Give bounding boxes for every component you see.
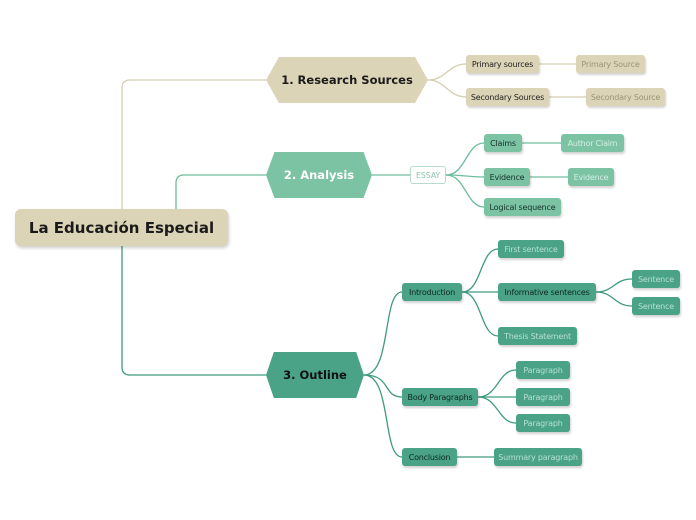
connector xyxy=(595,278,633,293)
node-conclusion[interactable]: Conclusion xyxy=(402,448,457,466)
node-primary-source[interactable]: Primary Source xyxy=(576,55,645,73)
node-paragraph-2[interactable]: Paragraph xyxy=(516,388,570,406)
connector xyxy=(461,291,499,337)
node-paragraph-1[interactable]: Paragraph xyxy=(516,361,570,379)
node-author-claim[interactable]: Author Claim xyxy=(561,134,624,152)
connector xyxy=(445,174,485,208)
node-introduction[interactable]: Introduction xyxy=(402,283,462,301)
node-logical-sequence[interactable]: Logical sequence xyxy=(484,198,561,216)
node-informative-sentences[interactable]: Informative sentences xyxy=(498,283,596,301)
connector xyxy=(461,248,499,293)
root-topic[interactable]: La Educación Especial xyxy=(15,209,228,246)
node-evidence-child[interactable]: Evidence xyxy=(568,168,614,186)
node-secondary-sources[interactable]: Secondary Sources xyxy=(466,88,549,106)
connector xyxy=(477,396,517,424)
connector xyxy=(121,79,268,210)
node-first-sentence[interactable]: First sentence xyxy=(498,240,564,258)
node-secondary-source[interactable]: Secondary Source xyxy=(586,88,665,106)
node-thesis-statement[interactable]: Thesis Statement xyxy=(498,327,577,345)
node-summary-paragraph[interactable]: Summary paragraph xyxy=(494,448,582,466)
connector xyxy=(175,174,268,210)
connector xyxy=(445,142,485,176)
connector xyxy=(427,63,467,81)
node-essay[interactable]: ESSAY xyxy=(410,166,446,184)
node-sentence-1[interactable]: Sentence xyxy=(632,270,680,288)
node-paragraph-3[interactable]: Paragraph xyxy=(516,414,570,432)
branch-research-sources[interactable]: 1. Research Sources xyxy=(266,57,428,103)
node-body-paragraphs[interactable]: Body Paragraphs xyxy=(402,388,478,406)
node-claims[interactable]: Claims xyxy=(484,134,522,152)
connector xyxy=(121,246,268,376)
connector xyxy=(363,374,403,458)
connector xyxy=(595,291,633,307)
node-evidence[interactable]: Evidence xyxy=(484,168,530,186)
connector xyxy=(477,369,517,398)
node-primary-sources[interactable]: Primary sources xyxy=(466,55,539,73)
connector xyxy=(363,374,403,398)
connector xyxy=(363,291,403,376)
node-sentence-2[interactable]: Sentence xyxy=(632,297,680,315)
branch-analysis[interactable]: 2. Analysis xyxy=(266,152,372,198)
connector xyxy=(427,79,467,98)
branch-outline[interactable]: 3. Outline xyxy=(266,352,364,398)
